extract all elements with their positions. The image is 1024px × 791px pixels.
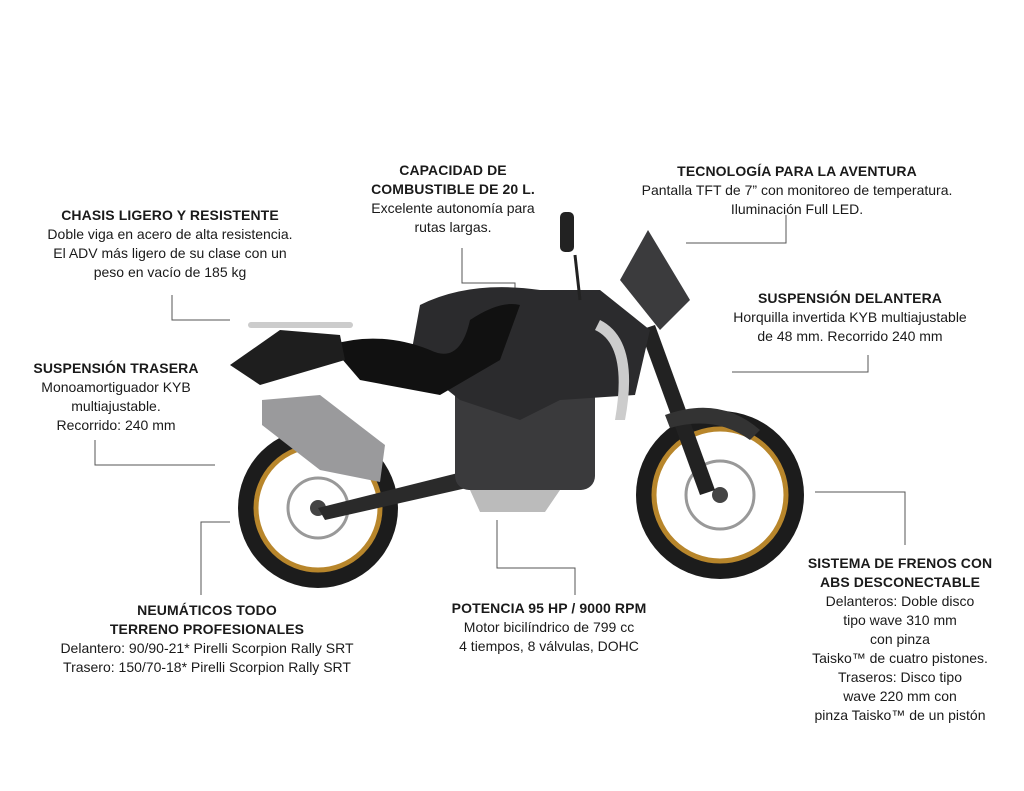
- feature-tech: TECNOLOGÍA PARA LA AVENTURA Pantalla TFT…: [642, 162, 953, 219]
- crash-bar: [595, 320, 630, 420]
- feature-tires: NEUMÁTICOS TODO TERRENO PROFESIONALES De…: [60, 601, 353, 677]
- feature-line: Recorrido: 240 mm: [56, 417, 176, 433]
- feature-title: COMBUSTIBLE DE 20 L.: [371, 181, 535, 197]
- feature-line: Traseros: Disco tipo: [838, 669, 962, 685]
- mirror-stem: [573, 254, 582, 301]
- feature-line: Taisko™ de cuatro pistones.: [812, 650, 988, 666]
- feature-line: de 48 mm. Recorrido 240 mm: [757, 328, 943, 344]
- leader-brakes: [815, 491, 906, 545]
- feature-line: multiajustable.: [71, 398, 161, 414]
- feature-title: SUSPENSIÓN DELANTERA: [757, 290, 943, 306]
- feature-title: NEUMÁTICOS TODO: [137, 602, 277, 618]
- feature-title: CAPACIDAD DE: [399, 162, 507, 178]
- tail: [230, 330, 345, 385]
- mirror: [560, 212, 574, 252]
- feature-line: Delanteros: Doble disco: [825, 593, 975, 609]
- leader-tires: [200, 521, 230, 595]
- front-fork: [640, 325, 715, 495]
- swingarm: [318, 470, 480, 520]
- front-fender: [665, 407, 760, 440]
- feature-title: ABS DESCONECTABLE: [819, 574, 981, 590]
- feature-line: Trasero: 150/70-18* Pirelli Scorpion Ral…: [63, 659, 351, 675]
- rear-rack: [248, 322, 353, 328]
- feature-line: peso en vacío de 185 kg: [93, 264, 247, 280]
- feature-chassis: CHASIS LIGERO Y RESISTENTE Doble viga en…: [47, 206, 292, 282]
- skid-plate: [470, 490, 560, 512]
- feature-title: TERRENO PROFESIONALES: [109, 621, 305, 637]
- feature-title: SISTEMA DE FRENOS CON: [807, 555, 993, 571]
- leader-lines: [94, 215, 906, 595]
- leader-front-suspension: [732, 355, 869, 373]
- feature-power: POTENCIA 95 HP / 9000 RPM Motor bicilínd…: [452, 599, 647, 656]
- feature-line: Monoamortiguador KYB: [41, 379, 191, 395]
- feature-line: con pinza: [870, 631, 930, 647]
- feature-title: CHASIS LIGERO Y RESISTENTE: [61, 207, 279, 223]
- leader-chassis: [171, 295, 230, 321]
- leader-rear-suspension: [94, 440, 215, 466]
- feature-rear-suspension: SUSPENSIÓN TRASERA Monoamortiguador KYB …: [33, 359, 198, 435]
- feature-line: Iluminación Full LED.: [730, 201, 864, 217]
- feature-title: TECNOLOGÍA PARA LA AVENTURA: [677, 163, 917, 179]
- feature-line: Doble viga en acero de alta resistencia.: [47, 226, 293, 242]
- feature-line: Pantalla TFT de 7” con monitoreo de temp…: [641, 182, 953, 198]
- feature-title: POTENCIA 95 HP / 9000 RPM: [451, 600, 647, 616]
- front-wheel: [636, 411, 804, 579]
- exhaust: [262, 395, 385, 482]
- feature-line: rutas largas.: [414, 219, 492, 235]
- feature-line: wave 220 mm con: [843, 688, 957, 704]
- feature-line: tipo wave 310 mm: [843, 612, 957, 628]
- feature-brakes: SISTEMA DE FRENOS CON ABS DESCONECTABLE …: [808, 554, 992, 725]
- seat: [330, 304, 520, 395]
- feature-fuel: CAPACIDAD DE COMBUSTIBLE DE 20 L. Excele…: [371, 161, 535, 237]
- feature-front-suspension: SUSPENSIÓN DELANTERA Horquilla invertida…: [733, 289, 966, 346]
- feature-line: El ADV más ligero de su clase con un: [53, 245, 287, 261]
- feature-line: Delantero: 90/90-21* Pirelli Scorpion Ra…: [60, 640, 354, 656]
- leader-tech: [686, 215, 787, 244]
- feature-line: Horquilla invertida KYB multiajustable: [733, 309, 967, 325]
- feature-line: 4 tiempos, 8 válvulas, DOHC: [459, 638, 639, 654]
- windscreen: [620, 230, 690, 330]
- tank-body: [410, 287, 650, 420]
- feature-line: Motor bicilíndrico de 799 cc: [463, 619, 635, 635]
- feature-line: pinza Taisko™ de un pistón: [814, 707, 986, 723]
- feature-line: Excelente autonomía para: [371, 200, 535, 216]
- feature-title: SUSPENSIÓN TRASERA: [33, 360, 199, 376]
- leader-power: [496, 520, 576, 595]
